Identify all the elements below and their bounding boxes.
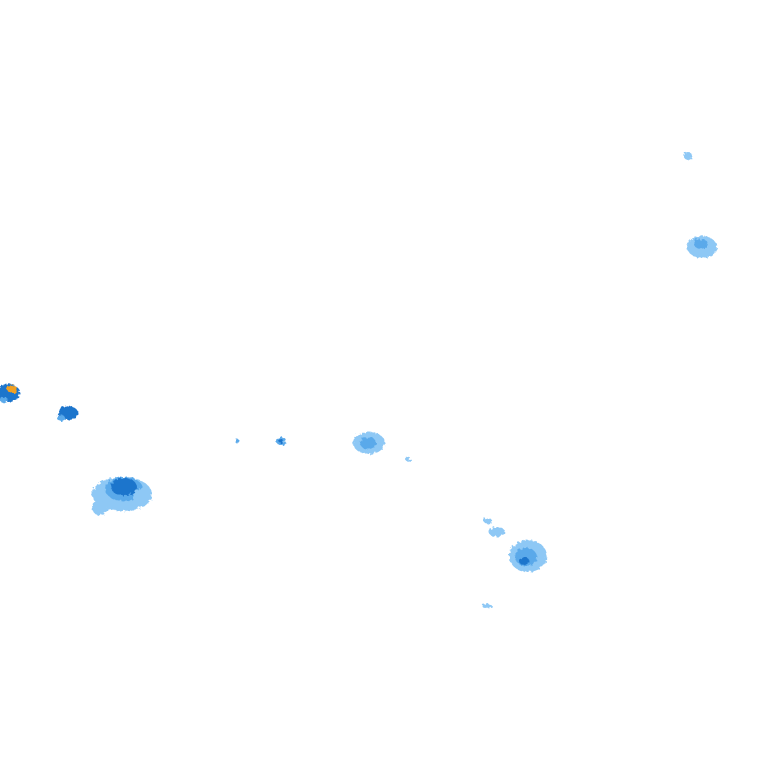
rain-echo-speck-4 [482,604,492,608]
rain-echo-speck-1 [235,439,239,443]
rain-echo-left-edge [0,384,20,403]
rain-echo-speck-2 [276,437,286,445]
heavy-core [7,385,17,393]
rain-echo-center [353,432,385,454]
rain-echo-west [57,406,78,421]
rain-echo-southeast [484,518,547,572]
rain-echo-northeast [687,236,717,258]
rain-echo-speck-3 [405,457,411,461]
rain-echo-southwest [92,477,152,515]
rain-echo-speck-5 [684,152,692,160]
